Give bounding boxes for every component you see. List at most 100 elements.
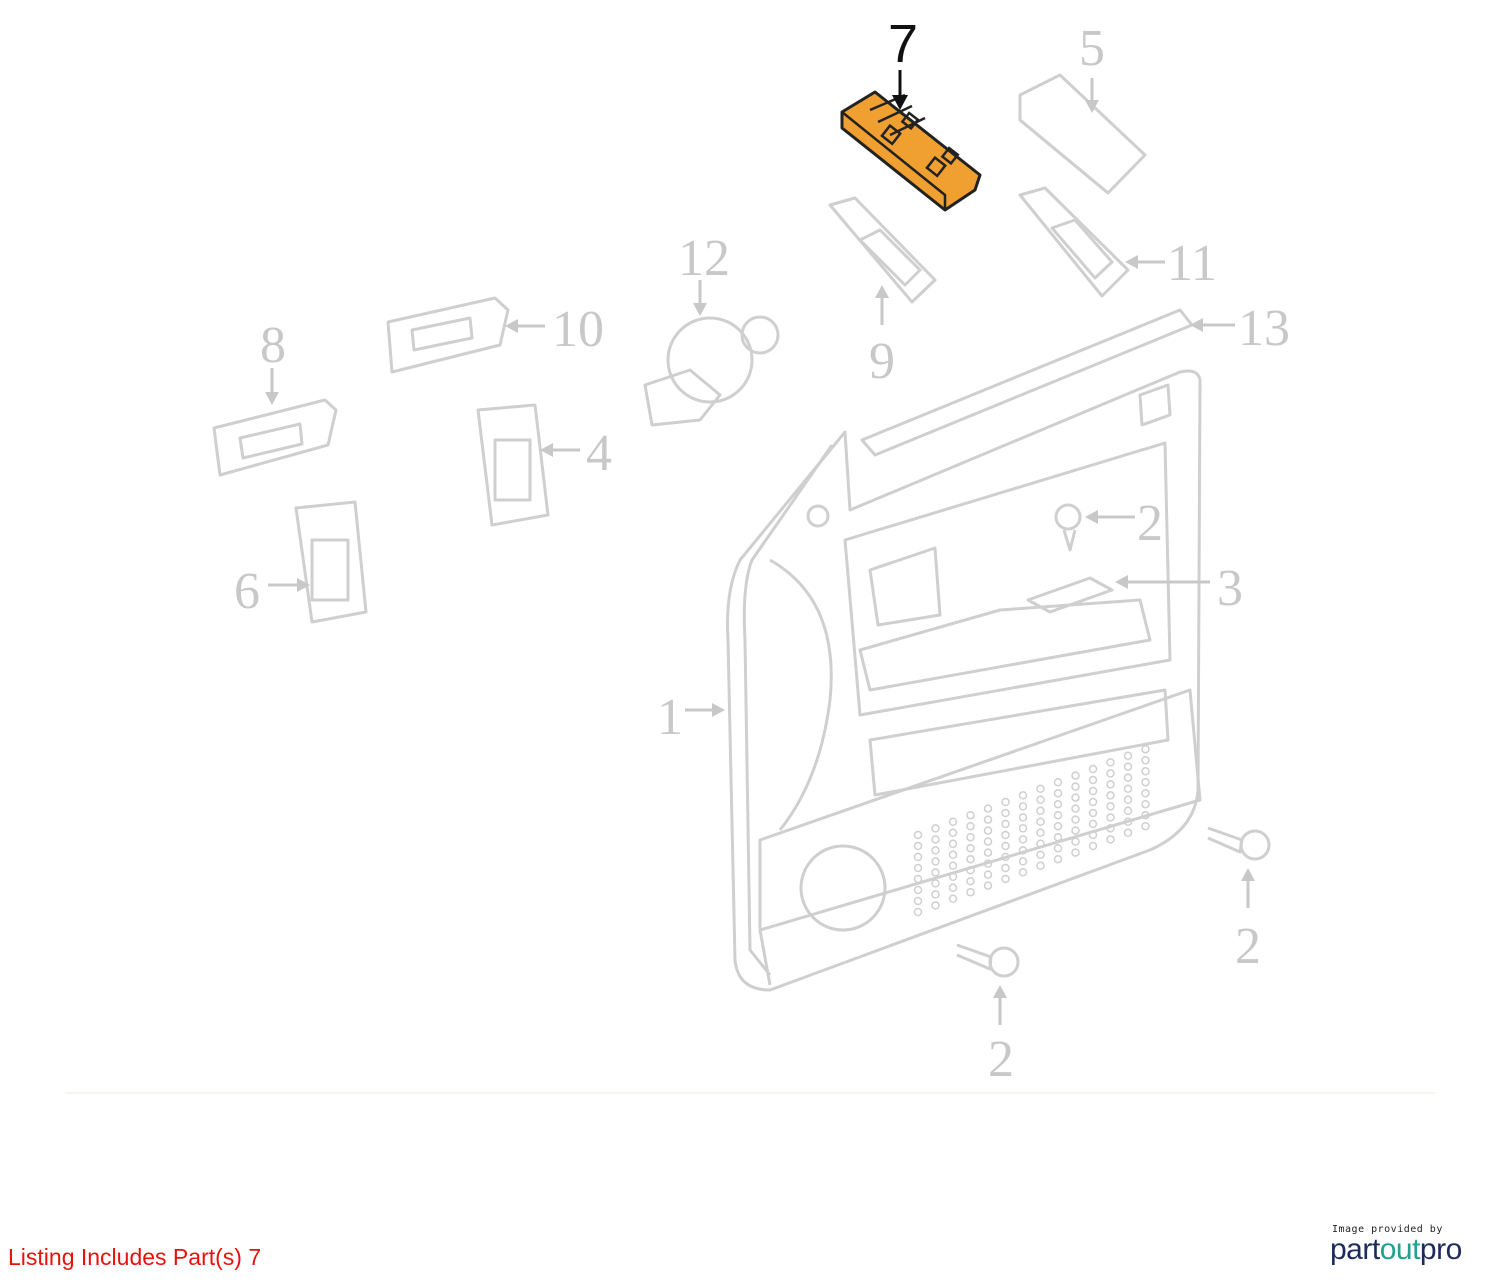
grille-hole [1001, 852, 1010, 862]
grille-hole [1036, 839, 1045, 849]
grille-hole [1036, 850, 1045, 860]
logo-word-end: pro [1419, 1233, 1462, 1266]
belt-molding-part-13[interactable] [860, 308, 1194, 457]
grille-hole [1088, 841, 1098, 851]
grille-hole [1001, 863, 1010, 873]
grille-hole [966, 821, 975, 831]
grille-hole [983, 848, 993, 857]
bezel-part-9[interactable] [828, 196, 937, 304]
bezel-part-10[interactable] [386, 296, 510, 374]
grille-hole [1088, 786, 1098, 796]
screw-part-2[interactable] [956, 943, 1020, 978]
grille-hole [1018, 846, 1028, 855]
grille-hole [1088, 819, 1098, 829]
logo-caption: Image provided by [1332, 1224, 1443, 1235]
grille-hole [1053, 799, 1063, 809]
grille-hole [913, 841, 923, 851]
callout-5: 5 [1079, 20, 1105, 77]
grille-hole [1018, 791, 1028, 800]
grille-hole [1123, 784, 1133, 794]
grille-hole [913, 874, 923, 884]
grille-hole [1018, 857, 1028, 866]
grille-hole [1036, 795, 1045, 805]
grille-hole [1036, 784, 1045, 794]
grille-hole [1053, 843, 1063, 853]
grille-hole [948, 861, 958, 871]
callout-1: 1 [657, 689, 683, 746]
mirror-switch-part-12[interactable] [643, 315, 780, 427]
grille-hole [983, 859, 993, 868]
switch-part-4[interactable] [476, 403, 550, 527]
grille-hole [1123, 828, 1133, 838]
grille-hole [1053, 832, 1063, 842]
grille-hole [966, 810, 975, 820]
callout-7: 7 [888, 14, 918, 74]
divider [65, 1092, 1435, 1094]
grille-hole [1141, 821, 1150, 831]
grille-hole [913, 863, 923, 873]
grille-hole [1088, 797, 1098, 807]
bezel-part-11[interactable] [1018, 186, 1130, 298]
grille-hole [1123, 795, 1133, 805]
grille-hole [966, 876, 975, 886]
grille-hole [1018, 802, 1028, 811]
grille-hole [1071, 826, 1080, 835]
callout-8: 8 [260, 317, 286, 374]
master-window-switch-part-7[interactable] [840, 90, 982, 212]
grille-hole [983, 804, 993, 813]
grille-hole [1018, 824, 1028, 833]
pull-cup-part-3[interactable] [1026, 576, 1114, 614]
door-panel-part-1[interactable] [726, 369, 1202, 992]
grille-hole [931, 868, 940, 877]
grille-hole [1001, 819, 1010, 829]
grille-hole [948, 839, 958, 849]
callout-12: 12 [678, 230, 730, 287]
callout-2: 2 [1137, 495, 1163, 552]
grille-hole [931, 890, 940, 899]
switch-part-6[interactable] [294, 500, 368, 624]
grille-hole [931, 857, 940, 866]
grille-hole [948, 872, 958, 882]
grille-hole [913, 852, 923, 862]
callout-10: 10 [552, 301, 604, 358]
callout-13: 13 [1238, 300, 1290, 357]
switch-part-5[interactable] [1018, 73, 1147, 195]
grille-hole [913, 896, 923, 906]
grille-hole [1141, 744, 1150, 754]
grille-hole [1071, 793, 1080, 802]
grille-hole [931, 824, 940, 833]
callout-9: 9 [869, 333, 895, 390]
grille-hole [1036, 828, 1045, 838]
grille-hole [913, 907, 923, 917]
screw-part-2[interactable] [1207, 826, 1271, 861]
callout-2: 2 [988, 1031, 1014, 1088]
grille-hole [966, 843, 975, 853]
grille-hole [1053, 777, 1063, 787]
parts-diagram: 7 5 12 11 10 13 8 9 4 2 3 6 1 2 2 [212, 14, 1290, 1088]
screw-part-2[interactable] [1054, 503, 1082, 552]
grille-hole [1001, 841, 1010, 851]
grille-hole [966, 865, 975, 875]
grille-hole [1018, 813, 1028, 822]
grille-hole [1088, 775, 1098, 785]
grille-hole [1001, 808, 1010, 818]
partoutpro-logo: Image provided by partoutpro [1330, 1224, 1490, 1265]
grille-hole [1141, 810, 1150, 820]
grille-hole [913, 830, 923, 840]
grille-hole [931, 879, 940, 888]
grille-hole [966, 887, 975, 897]
callout-4: 4 [586, 425, 612, 482]
grille-hole [1001, 797, 1010, 807]
callout-11: 11 [1167, 235, 1217, 292]
callout-6: 6 [234, 563, 260, 620]
grille-hole [1036, 817, 1045, 827]
grille-hole [1141, 755, 1150, 765]
grille-hole [948, 883, 958, 893]
grille-hole [1106, 813, 1115, 822]
speaker-grille [913, 744, 1150, 917]
grille-hole [1071, 837, 1080, 846]
grille-hole [1018, 868, 1028, 877]
bezel-part-8[interactable] [212, 398, 338, 477]
grille-hole [1141, 777, 1150, 787]
grille-hole [1036, 806, 1045, 816]
